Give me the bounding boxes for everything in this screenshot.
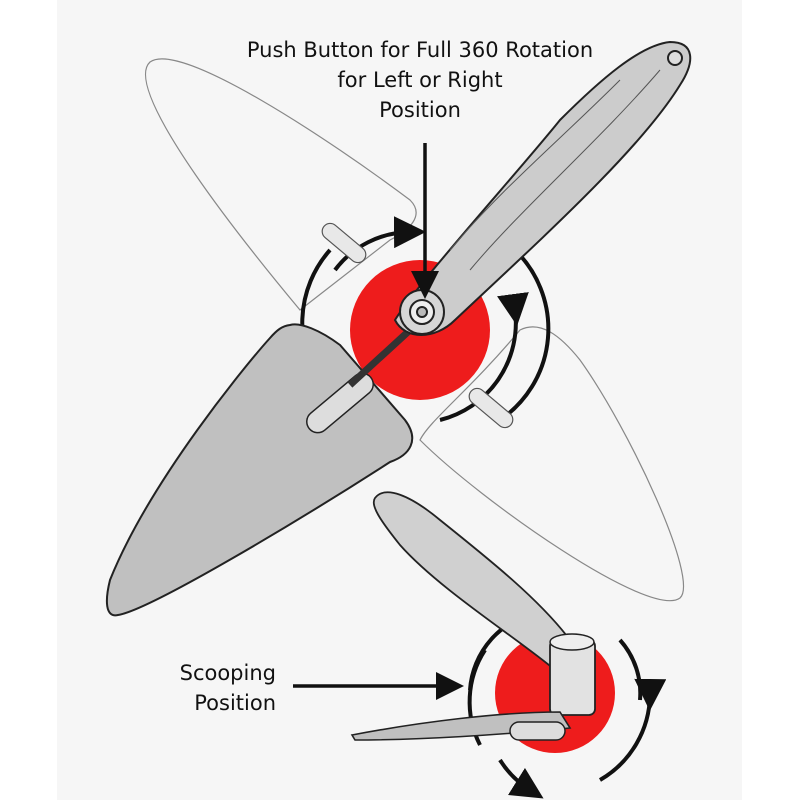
scoop-blade (350, 711, 572, 741)
trowel-handle (393, 40, 692, 336)
scoop-hinge (549, 639, 596, 716)
scoop-handle (372, 491, 572, 672)
callout-line: Position (194, 691, 276, 715)
blade-bracket (306, 372, 374, 434)
callout-line: for Left or Right (337, 68, 503, 92)
scooping-callout: Scooping Position (130, 658, 276, 718)
handle-end-cap (667, 50, 683, 66)
push-button-callout: Push Button for Full 360 Rotation for Le… (200, 35, 640, 125)
mount-plate (321, 222, 514, 429)
ghost-blade-right (419, 326, 685, 602)
callout-line: Scooping (179, 661, 276, 685)
callout-line: Push Button for Full 360 Rotation (246, 38, 594, 62)
push-button (399, 289, 445, 335)
callout-line: Position (379, 98, 461, 122)
